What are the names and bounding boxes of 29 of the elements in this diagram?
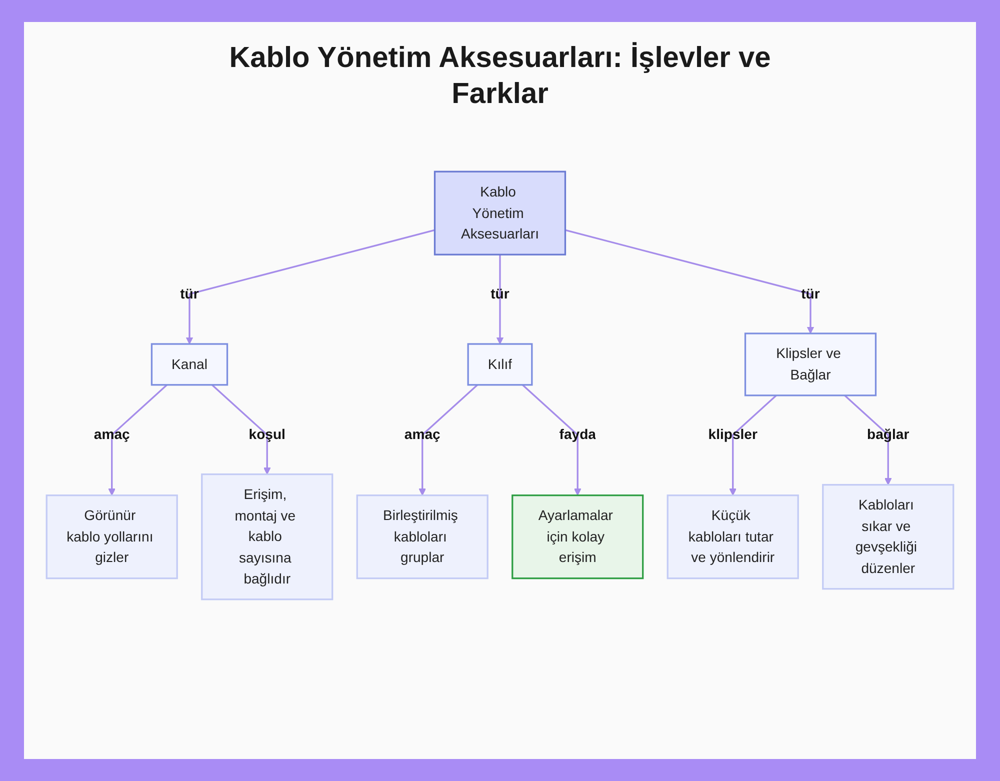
arrow <box>565 229 814 334</box>
arrow <box>186 229 435 344</box>
node-box: Görünür kablo yollarını gizler <box>46 494 178 580</box>
arrow <box>418 384 478 496</box>
arrow <box>211 384 271 475</box>
edge-label: tür <box>801 286 820 302</box>
node-box: Erişim, montaj ve kablo sayısına bağlıdır <box>201 473 334 600</box>
diagram-title: Kablo Yönetim Aksesuarları: İşlevler ve Farklar <box>228 41 772 112</box>
node-box: Kabloları sıkar ve gevşekliği düzenler <box>822 484 954 590</box>
edge-label: tür <box>490 286 510 302</box>
node-box: Ayarlamalar için kolay erişim <box>512 494 644 580</box>
node-box: Kılıf <box>467 343 533 386</box>
node-box: Birleştirilmiş kabloları gruplar <box>356 494 488 580</box>
arrow <box>844 394 892 486</box>
arrow <box>522 384 582 496</box>
node-box: Kanal <box>150 343 228 386</box>
edge-label: klipsler <box>708 426 758 442</box>
edge-label: amaç <box>94 426 130 442</box>
edge-label: tür <box>180 286 199 302</box>
arrow <box>496 254 504 344</box>
edge-label: fayda <box>559 426 596 442</box>
edge-label: bağlar <box>867 426 910 442</box>
node-box: Küçük kabloları tutar ve yönlendirir <box>666 494 799 580</box>
node-box: Klipsler ve Bağlar <box>744 332 877 396</box>
edge-label: amaç <box>404 426 440 442</box>
arrow <box>729 394 777 496</box>
arrow <box>108 384 168 496</box>
edge-label: koşul <box>248 426 286 442</box>
node-box: Kablo Yönetim Aksesuarları <box>434 170 566 256</box>
